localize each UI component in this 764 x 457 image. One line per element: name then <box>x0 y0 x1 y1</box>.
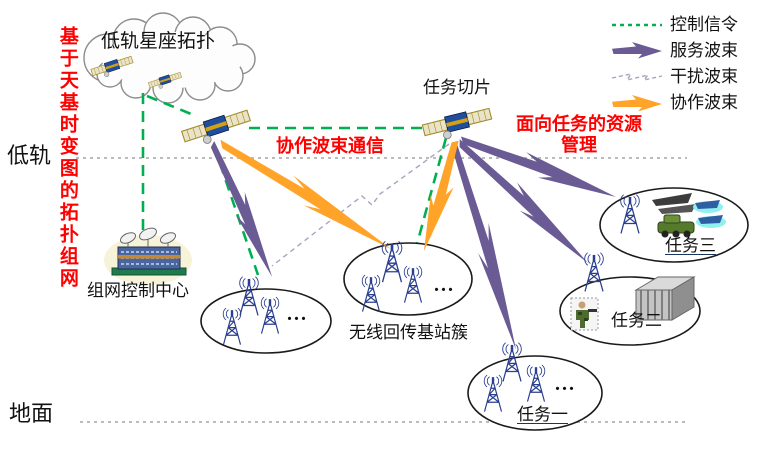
satellite-icon-left <box>180 107 254 151</box>
backhaul-cluster-ellipsis: ... <box>434 274 455 296</box>
control-center-label: 组网控制中心 <box>87 281 189 300</box>
satellite-icon-right <box>421 105 495 145</box>
coop-beam-comm-label: 协作波束通信 <box>276 136 384 156</box>
interference-beam <box>271 143 450 267</box>
cloud-shape <box>83 12 256 104</box>
task1-ellipsis: ... <box>555 373 576 395</box>
task-resource-mgmt-line1: 面向任务的资源 <box>516 114 642 134</box>
boat-icon <box>693 200 726 228</box>
control-center-icon <box>104 227 192 285</box>
legend-label-cooperative-beam: 协作波束 <box>670 93 738 112</box>
left-cluster-ellipsis: ... <box>287 303 308 325</box>
soldier-icon <box>570 297 599 331</box>
legend-service-beam-swatch <box>612 42 662 59</box>
cloud-title: 低轨星座拓扑 <box>101 31 216 52</box>
left-cluster-ellipse <box>200 288 332 354</box>
backhaul-cluster-label: 无线回传基站簇 <box>349 323 468 342</box>
task-resource-mgmt-label: 面向任务的资源 管理 <box>503 114 655 155</box>
armored-vehicle-icon <box>657 214 695 238</box>
legend-interference-beam-swatch <box>611 72 663 82</box>
task3-label: 任务三 <box>665 236 716 255</box>
legend-label-service-beam: 服务波束 <box>670 41 738 60</box>
task2-label: 任务二 <box>611 311 662 330</box>
building-icon <box>634 276 696 321</box>
legend-label-control-signal: 控制信令 <box>670 15 738 34</box>
ground-layer-label: 地面 <box>9 401 54 426</box>
legend-label-interference-beam: 干扰波束 <box>670 67 738 86</box>
service-beam-task1 <box>445 140 526 353</box>
ship-icon <box>652 193 696 214</box>
control-signal-link-sat-backhaul <box>412 137 448 256</box>
task-slice-label: 任务切片 <box>423 78 491 97</box>
task-resource-mgmt-line2: 管理 <box>561 134 597 155</box>
legend-cooperative-beam-swatch <box>612 95 662 112</box>
leo-layer-label: 低轨 <box>7 143 52 168</box>
control-signal-link-cloud-sat <box>146 94 197 118</box>
task1-label: 任务一 <box>517 405 568 424</box>
space-based-note: 基于天基时变图的拓扑组网 <box>56 26 78 290</box>
